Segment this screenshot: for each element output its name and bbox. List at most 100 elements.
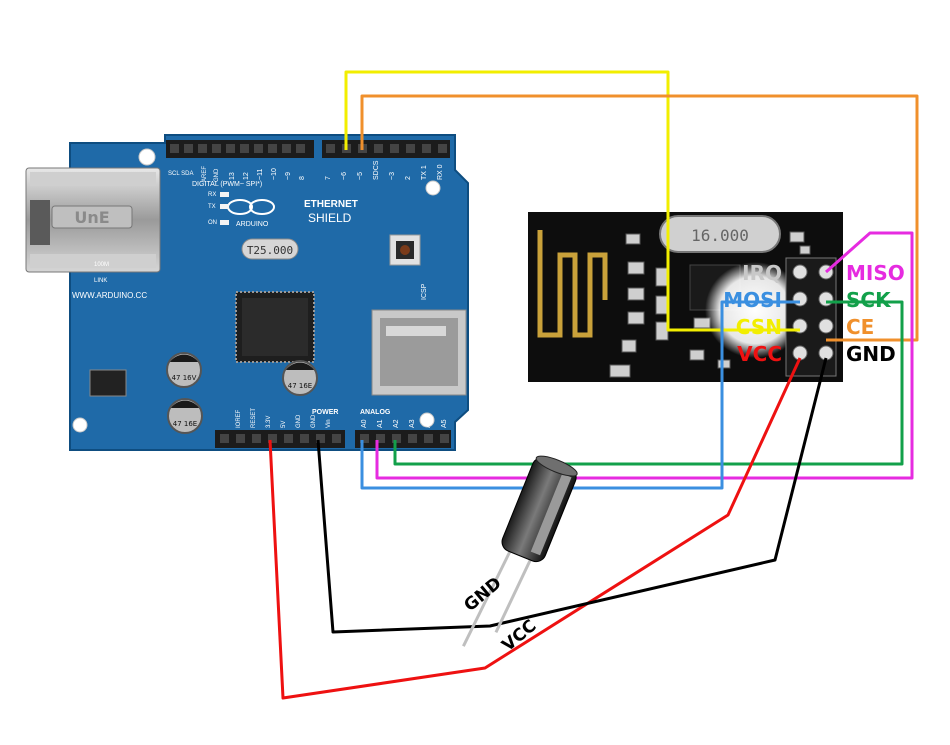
digital-header-right: [322, 140, 450, 158]
header-pin: [374, 144, 383, 153]
module-header-pins: [785, 257, 837, 377]
pin-12-label: 12: [243, 172, 250, 180]
smd-part: [655, 321, 669, 341]
power-pin-label: GND: [296, 414, 302, 428]
gnd-label: GND: [214, 168, 220, 182]
header-pin: [316, 434, 325, 443]
pin-5-label: ~5: [357, 172, 364, 180]
analog-header: [355, 430, 451, 448]
header-pin: [296, 144, 305, 153]
aref-label: AREF: [202, 166, 208, 182]
svg-text:16.000: 16.000: [691, 226, 749, 245]
header-pin: [424, 434, 433, 443]
electrolytic-capacitor: [462, 455, 578, 647]
header-pin: [236, 434, 245, 443]
analog-label: ANALOG: [360, 409, 391, 416]
rx-label: RX: [208, 192, 216, 198]
power-pin-label: IOREF: [236, 409, 242, 428]
header-pin: [198, 144, 207, 153]
analog-pin-label: A3: [409, 419, 416, 428]
shield-title-line-1: ETHERNET: [304, 199, 358, 210]
orange-wire: [360, 94, 919, 342]
analog-pin-label: A4: [425, 419, 432, 428]
analog-pin-label: A2: [393, 419, 400, 428]
module-label-ce: CE: [846, 315, 874, 339]
header-pin: [268, 144, 277, 153]
smd-part: [799, 245, 811, 255]
power-pin-label: RESET: [251, 408, 257, 428]
smd-part: [627, 261, 645, 275]
header-pin: [438, 144, 447, 153]
pin-4-label: SDCS: [373, 160, 380, 180]
header-pin: [254, 144, 263, 153]
website-text: WWW.ARDUINO.CC: [72, 291, 147, 300]
header-pin: [376, 434, 385, 443]
power-pin-label: 3.3V: [266, 416, 272, 428]
board-capacitor-1: 47 16V: [166, 352, 202, 388]
pin-2-label: 2: [405, 176, 412, 180]
header-pin: [422, 144, 431, 153]
pin-9-label: ~9: [285, 172, 292, 180]
voltage-regulator: [89, 369, 127, 397]
link-led-label: LINK: [94, 278, 107, 284]
analog-pin-label: A5: [441, 419, 448, 428]
module-smd-components: [609, 231, 811, 378]
header-pin: [268, 434, 277, 443]
rx-led: [220, 192, 229, 197]
pin-11-label: ~11: [257, 169, 264, 180]
header-pin: [170, 144, 179, 153]
header-pin: [240, 144, 249, 153]
pin-1-label: TX 1: [421, 165, 428, 180]
smd-part: [655, 267, 669, 287]
pin-13-label: 13: [229, 172, 236, 180]
tx-label: TX: [208, 204, 216, 210]
power-pin-label: Vin: [326, 419, 332, 428]
board-capacitor-3: 47 16E: [167, 398, 203, 434]
header-pin: [440, 434, 449, 443]
header-pin: [226, 144, 235, 153]
pin-7-label: 7: [325, 176, 332, 180]
bottom-header-pin-holes: [220, 434, 449, 443]
module-label-irq: IRQ: [742, 261, 782, 285]
power-pin-label: 5V: [281, 421, 287, 428]
smd-part: [621, 339, 637, 353]
sd-card-slot: [371, 309, 467, 396]
header-pin: [360, 434, 369, 443]
header-pin: [220, 434, 229, 443]
module-pin-right: [818, 318, 834, 334]
smd-part: [609, 364, 631, 378]
header-pin: [408, 434, 417, 443]
pin-6-label: ~6: [341, 172, 348, 180]
magenta-wire: [375, 231, 914, 480]
svg-text:T25.000: T25.000: [247, 244, 293, 257]
power-header: [215, 430, 345, 448]
module-label-gnd: GND: [846, 342, 896, 366]
module-pin-left: [792, 264, 808, 280]
header-pin: [252, 434, 261, 443]
module-pin-right: [818, 345, 834, 361]
header-pin: [390, 144, 399, 153]
module-pin-right: [818, 291, 834, 307]
smd-part: [655, 295, 669, 315]
green-wire: [393, 300, 904, 466]
link-100m: 100M: [94, 262, 109, 268]
yellow-wire: [344, 70, 800, 332]
rj45-jack: UnE: [25, 167, 161, 273]
smd-part: [627, 311, 645, 325]
smd-part: [625, 233, 641, 245]
icsp-label: ICSP: [421, 283, 428, 300]
header-pin: [284, 434, 293, 443]
scl-sda-label: SCL SDA: [168, 171, 193, 177]
smd-part: [789, 231, 805, 243]
module-label-mosi: MOSI: [723, 288, 782, 312]
smd-part: [689, 349, 705, 361]
label-glow: [705, 262, 805, 358]
shield-title-line-2: SHIELD: [308, 211, 352, 225]
rj45-brand-text: UnE: [74, 208, 109, 227]
module-label-sck: SCK: [846, 288, 892, 312]
header-pin: [184, 144, 193, 153]
w5100-chip: [235, 291, 315, 363]
